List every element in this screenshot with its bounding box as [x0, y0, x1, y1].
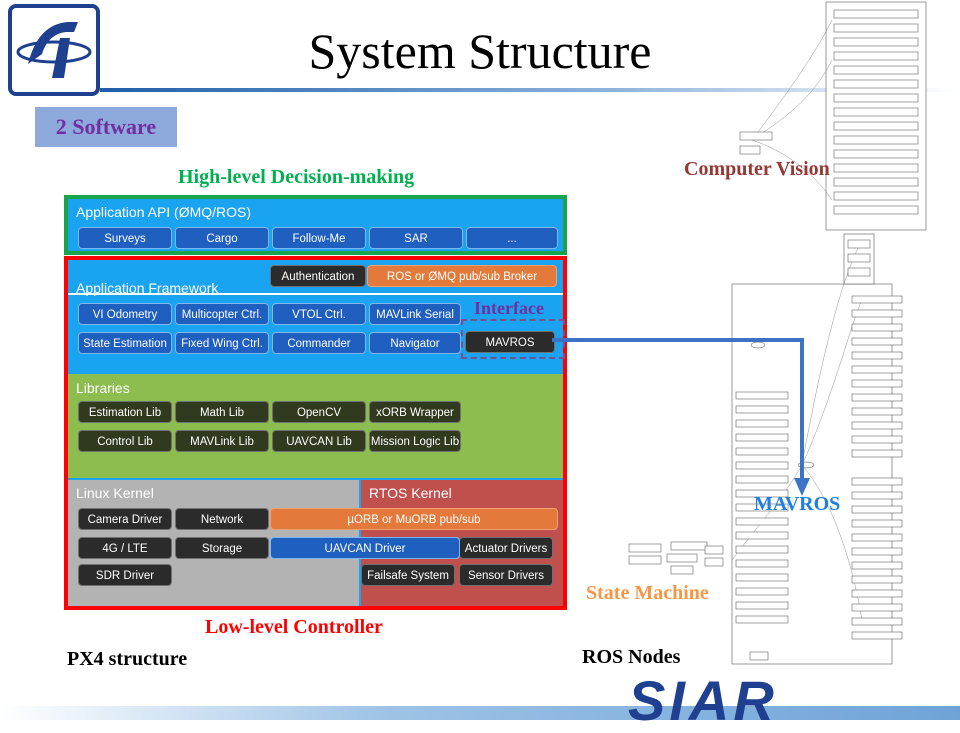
- broker-button[interactable]: ROS or ØMQ pub/sub Broker: [367, 265, 557, 287]
- high-level-frame: Application API (ØMQ/ROS) Surveys Cargo …: [64, 195, 567, 255]
- commander-button[interactable]: Commander: [272, 332, 366, 354]
- opencv-button[interactable]: OpenCV: [272, 401, 366, 423]
- bottom-strip: [0, 706, 960, 720]
- storage-button[interactable]: Storage: [175, 537, 269, 559]
- vtol-ctrl-button[interactable]: VTOL Ctrl.: [272, 303, 366, 325]
- lte-button[interactable]: 4G / LTE: [78, 537, 172, 559]
- fixed-wing-ctrl-button[interactable]: Fixed Wing Ctrl.: [175, 332, 269, 354]
- mavros-caption: MAVROS: [754, 493, 841, 515]
- navigator-button[interactable]: Navigator: [369, 332, 461, 354]
- uorb-button[interactable]: µORB or MuORB pub/sub: [270, 508, 558, 530]
- ros-nodes-caption: ROS Nodes: [582, 646, 681, 668]
- framework-panel-label: Application Framework: [76, 280, 219, 296]
- interface-caption: Interface: [474, 298, 544, 318]
- page-title: System Structure: [308, 23, 652, 79]
- network-button[interactable]: Network: [175, 508, 269, 530]
- title-underline: [100, 88, 960, 92]
- siar-logo-icon: [8, 4, 100, 96]
- estimation-lib-button[interactable]: Estimation Lib: [78, 401, 172, 423]
- authentication-button[interactable]: Authentication: [270, 265, 366, 287]
- vi-odometry-button[interactable]: VI Odometry: [78, 303, 172, 325]
- low-level-caption: Low-level Controller: [205, 616, 383, 638]
- uavcan-driver-button[interactable]: UAVCAN Driver: [270, 537, 460, 559]
- low-level-frame: Application Framework Authentication ROS…: [64, 256, 567, 610]
- uavcan-lib-button[interactable]: UAVCAN Lib: [272, 430, 366, 452]
- state-machine-caption: State Machine: [586, 582, 709, 604]
- cargo-button[interactable]: Cargo: [175, 227, 269, 249]
- computer-vision-caption: Computer Vision: [684, 158, 830, 180]
- framework-divider: [68, 293, 563, 295]
- sar-button[interactable]: SAR: [369, 227, 463, 249]
- rtos-kernel-label: RTOS Kernel: [369, 485, 452, 501]
- failsafe-system-button[interactable]: Failsafe System: [361, 564, 455, 586]
- sensor-drivers-button[interactable]: Sensor Drivers: [459, 564, 553, 586]
- surveys-button[interactable]: Surveys: [78, 227, 172, 249]
- multicopter-ctrl-button[interactable]: Multicopter Ctrl.: [175, 303, 269, 325]
- mavlink-serial-button[interactable]: MAVLink Serial: [369, 303, 461, 325]
- camera-driver-button[interactable]: Camera Driver: [78, 508, 172, 530]
- high-level-caption: High-level Decision-making: [178, 166, 415, 188]
- mavros-arrow: [552, 338, 810, 496]
- siar-watermark: SIAR: [628, 669, 778, 732]
- state-estimation-button[interactable]: State Estimation: [78, 332, 172, 354]
- linux-kernel-label: Linux Kernel: [76, 485, 154, 501]
- state-machine-nodes: [628, 541, 724, 575]
- mavlink-lib-button[interactable]: MAVLink Lib: [175, 430, 269, 452]
- xorb-wrapper-button[interactable]: xORB Wrapper: [369, 401, 461, 423]
- api-panel-label: Application API (ØMQ/ROS): [76, 204, 252, 220]
- libraries-panel: Libraries Estimation Lib Math Lib OpenCV…: [68, 374, 563, 478]
- px4-caption: PX4 structure: [67, 648, 188, 670]
- actuator-drivers-button[interactable]: Actuator Drivers: [459, 537, 553, 559]
- more-button[interactable]: ...: [466, 227, 558, 249]
- ros-node-graph: [731, 1, 927, 665]
- mission-logic-lib-button[interactable]: Mission Logic Lib: [369, 430, 461, 452]
- section-tag: 2 Software: [35, 107, 177, 147]
- follow-me-button[interactable]: Follow-Me: [272, 227, 366, 249]
- libraries-label: Libraries: [76, 380, 130, 396]
- control-lib-button[interactable]: Control Lib: [78, 430, 172, 452]
- sdr-driver-button[interactable]: SDR Driver: [78, 564, 172, 586]
- math-lib-button[interactable]: Math Lib: [175, 401, 269, 423]
- mavros-button[interactable]: MAVROS: [465, 331, 555, 353]
